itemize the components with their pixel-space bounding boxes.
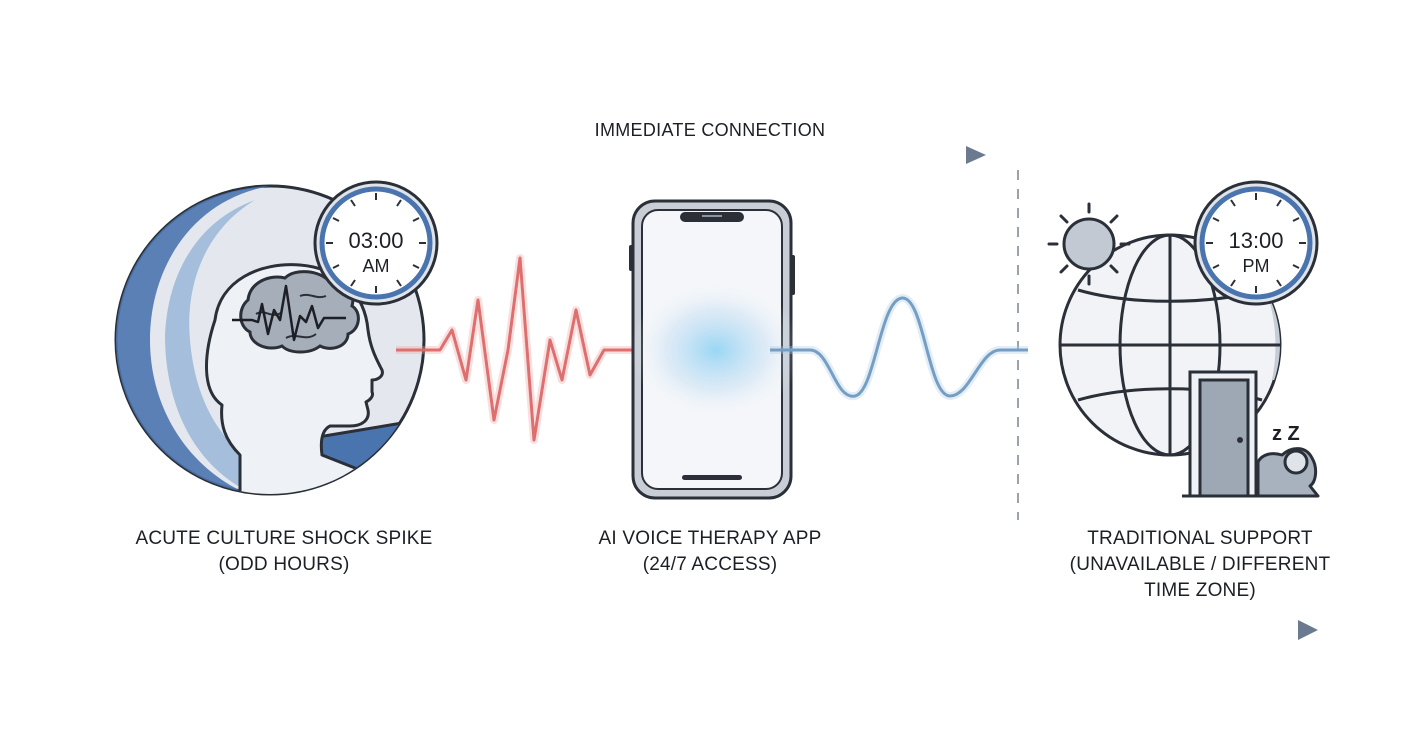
caption-line: ACUTE CULTURE SHOCK SPIKE: [135, 528, 433, 549]
bottom-timeline-arrow: [115, 620, 1318, 640]
top-arrow: [440, 146, 986, 164]
head-silhouette-icon: [114, 184, 426, 496]
caption-ai-app: AI VOICE THERAPY APP (24/7 ACCESS): [560, 526, 860, 578]
crisis-signal-wave: [396, 256, 656, 442]
voice-waveform-icon: [665, 298, 760, 402]
clock-time-right: 13:00: [1228, 228, 1283, 253]
caption-line: (24/7 ACCESS): [642, 554, 778, 575]
clock-period-left: AM: [363, 256, 390, 276]
clock-period-right: PM: [1243, 256, 1270, 276]
caption-line: AI VOICE THERAPY APP: [598, 528, 822, 549]
caption-line: (UNAVAILABLE / DIFFERENT: [1069, 554, 1331, 575]
clock-icon-day: 13:00 PM: [1193, 180, 1319, 306]
immediate-connection-label: IMMEDIATE CONNECTION: [594, 120, 826, 140]
sun-icon: [1047, 202, 1131, 286]
caption-line: TRADITIONAL SUPPORT: [1087, 528, 1313, 549]
phone-icon: [629, 199, 802, 500]
caption-traditional-support: TRADITIONAL SUPPORT (UNAVAILABLE / DIFFE…: [1030, 526, 1370, 604]
clock-icon-night: 03:00 AM: [313, 180, 439, 306]
closed-door-icon: [1182, 370, 1262, 498]
caption-line: TIME ZONE): [1144, 580, 1256, 601]
calm-signal-wave: [770, 296, 1028, 398]
sleeping-person-icon: z Z: [1256, 423, 1320, 498]
clock-time-left: 03:00: [348, 228, 403, 253]
brainwave-line: [232, 284, 346, 342]
caption-line: (ODD HOURS): [218, 554, 350, 575]
sleep-zz-icon: z Z: [1272, 423, 1300, 445]
caption-culture-shock: ACUTE CULTURE SHOCK SPIKE (ODD HOURS): [114, 526, 454, 578]
